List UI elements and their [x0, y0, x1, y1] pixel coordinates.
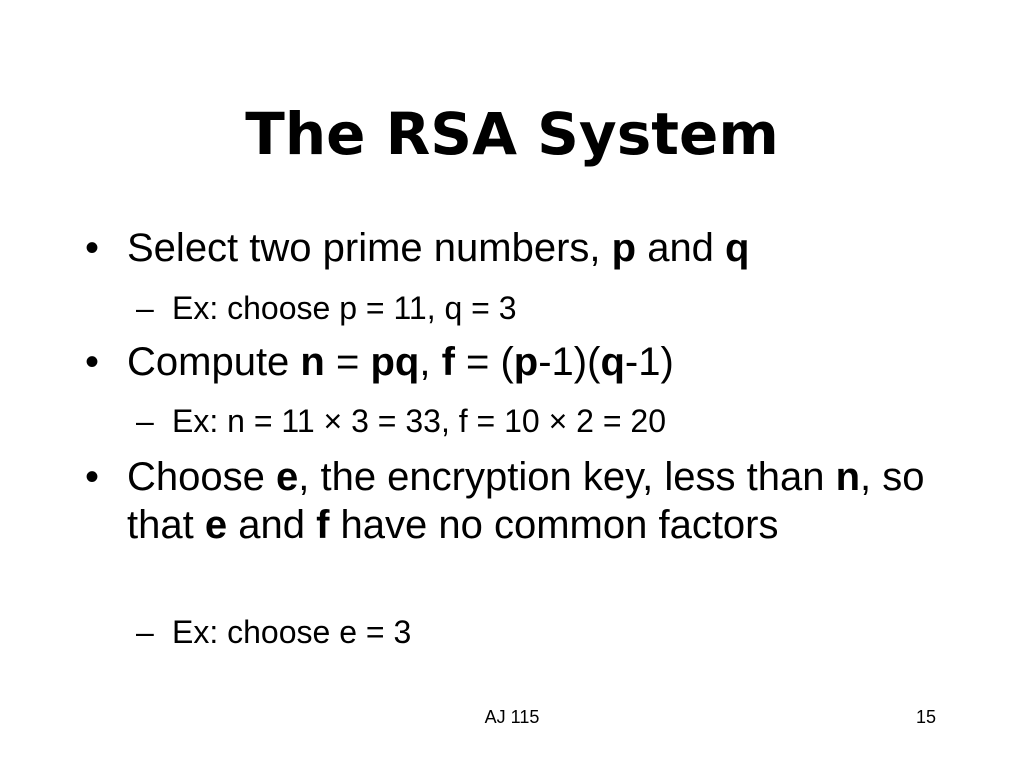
var-n: n	[300, 340, 325, 384]
text-run: -1)	[624, 340, 674, 384]
bullet-text: Compute n = pq, f = (p-1)(q-1)	[127, 338, 955, 386]
slide-title: The RSA System	[245, 100, 779, 168]
var-p: p	[611, 226, 637, 270]
text-run: =	[324, 340, 371, 384]
var-q: q	[725, 226, 750, 270]
dash-marker: –	[136, 614, 154, 650]
dash-marker: –	[136, 403, 154, 439]
text-run: Compute	[127, 340, 301, 384]
sub-example-primes: – Ex: choose p = 11, q = 3	[136, 288, 956, 328]
text-run: Select two prime numbers,	[127, 226, 612, 270]
dash-marker: –	[136, 290, 154, 326]
text-run: , the encryption key, less than	[298, 455, 836, 499]
var-q: q	[600, 340, 625, 384]
text-run: and	[227, 503, 317, 547]
bullet-compute: • Compute n = pq, f = (p-1)(q-1)	[85, 338, 955, 386]
bullet-marker: •	[85, 455, 100, 499]
bullet-select-primes: • Select two prime numbers, p and q	[85, 224, 955, 272]
text-run: -1)(	[538, 340, 601, 384]
var-n: n	[835, 455, 860, 499]
var-e: e	[275, 455, 299, 499]
var-f: f	[316, 503, 330, 547]
sub-text: Ex: choose e = 3	[172, 614, 412, 650]
var-e: e	[204, 503, 228, 547]
text-run: have no common factors	[329, 503, 779, 547]
sub-text: Ex: n = 11 × 3 = 33, f = 10 × 2 = 20	[172, 403, 666, 439]
footer-course: AJ 115	[484, 707, 540, 727]
var-f: f	[441, 340, 455, 384]
text-run: and	[636, 226, 726, 270]
bullet-marker: •	[85, 226, 100, 270]
var-p: p	[513, 340, 539, 384]
sub-example-e: – Ex: choose e = 3	[136, 612, 956, 652]
bullet-text: Select two prime numbers, p and q	[127, 224, 955, 272]
bullet-text: Choose e, the encryption key, less than …	[127, 453, 955, 549]
text-run: ,	[419, 340, 442, 384]
var-pq: pq	[370, 340, 420, 384]
bullet-marker: •	[85, 340, 100, 384]
sub-example-compute: – Ex: n = 11 × 3 = 33, f = 10 × 2 = 20	[136, 401, 956, 441]
sub-text: Ex: choose p = 11, q = 3	[172, 290, 517, 326]
text-run: Choose	[127, 455, 276, 499]
text-run: , so that	[127, 455, 925, 547]
footer-page-number: 15	[915, 707, 936, 727]
text-run: = (	[454, 340, 514, 384]
bullet-choose-e: • Choose e, the encryption key, less tha…	[85, 453, 955, 549]
